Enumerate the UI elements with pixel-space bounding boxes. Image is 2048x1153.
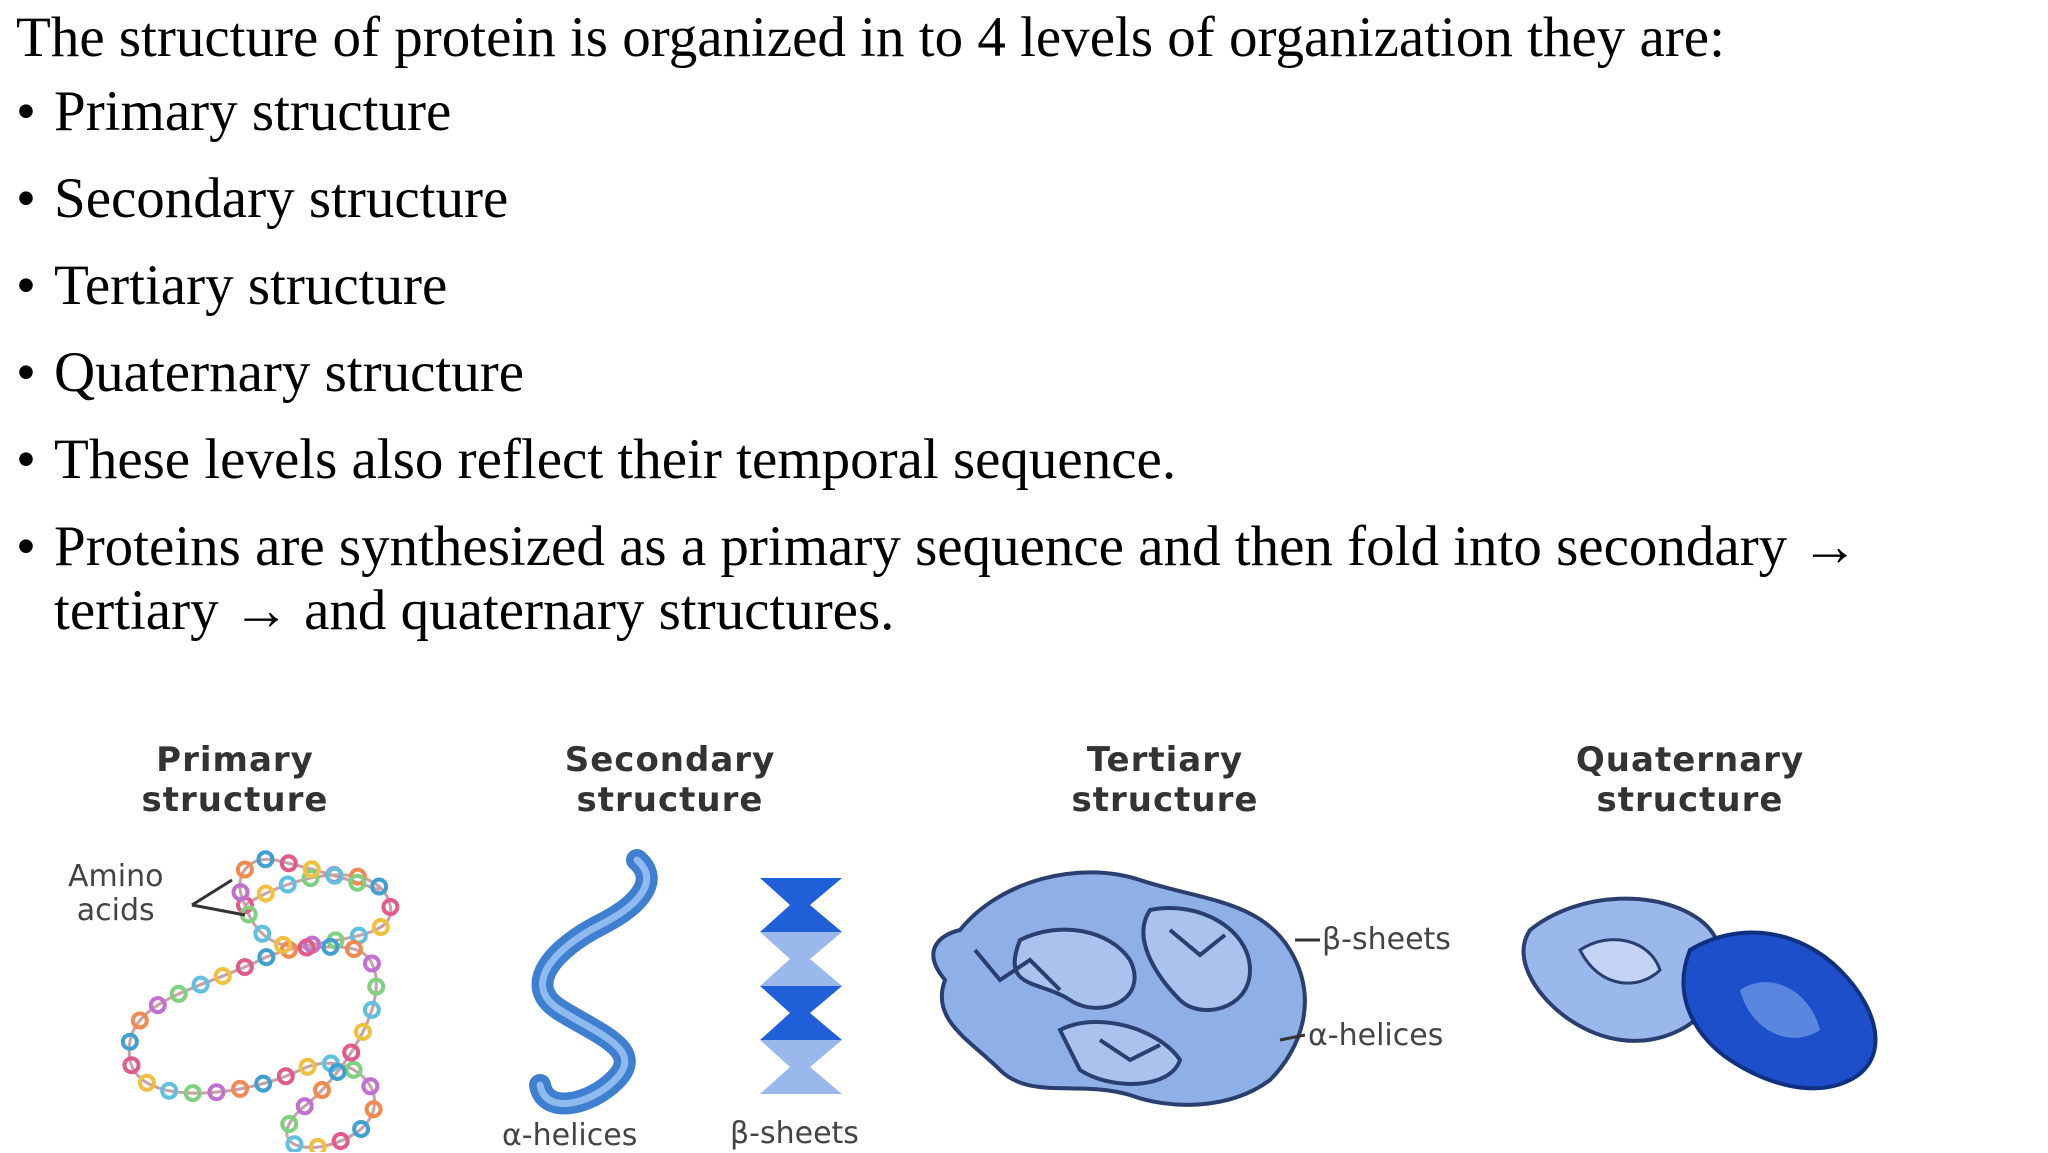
amino-acid-bead (207, 1083, 226, 1102)
bullet-text: Proteins are synthesized as a primary se… (54, 515, 1859, 642)
secondary-structure-title: Secondary structure (564, 740, 776, 820)
alpha-helices-label: α-helices (502, 1118, 638, 1153)
primary-chain (120, 850, 400, 1152)
amino-acid-bead (349, 926, 368, 945)
amino-acid-bead (257, 948, 276, 967)
amino-acid-bead (370, 877, 389, 896)
amino-acid-bead (274, 935, 293, 954)
amino-acid-bead (279, 940, 298, 959)
amino-acid-bead (352, 1120, 371, 1139)
amino-acid-bead (122, 1056, 141, 1075)
amino-acid-bead (235, 958, 254, 977)
amino-acid-bead (236, 896, 254, 914)
amino-acid-bead (235, 860, 254, 879)
bullet-synthesis: • Proteins are synthesized as a primary … (16, 515, 2036, 643)
bullet-text: Primary structure (54, 80, 452, 143)
amino-acid-bead (160, 1081, 179, 1100)
amino-acid-bead (279, 854, 298, 873)
amino-acid-bead (328, 1062, 347, 1081)
amino-acid-bead (285, 1135, 304, 1152)
quaternary-complex (1521, 896, 1878, 1091)
amino-acid-bead (331, 1131, 350, 1150)
amino-acid-bead (256, 850, 275, 869)
amino-acid-bead (169, 984, 188, 1003)
amino-acid-bead (348, 873, 367, 892)
beta-sheet (760, 878, 842, 1094)
bullet-dot: • (16, 167, 36, 230)
amino-acid-bead (371, 918, 390, 937)
intro-text: The structure of protein is organized in… (16, 6, 1725, 69)
beta-sheets-label: β-sheets (730, 1116, 859, 1151)
tertiary-alpha-pointer (1279, 1033, 1306, 1042)
amino-acid-bead (295, 1097, 314, 1116)
amino-acid-bead (348, 867, 367, 886)
amino-acid-bead (362, 954, 381, 973)
bullet-tertiary: • Tertiary structure (16, 254, 2036, 318)
amino-acid-bead (301, 869, 320, 888)
tertiary-alpha-helices-label: α-helices (1308, 1018, 1444, 1053)
amino-acid-bead (325, 866, 344, 885)
amino-acid-bead (381, 897, 400, 916)
bullet-dot: • (16, 341, 36, 404)
amino-acid-bead (342, 1043, 361, 1062)
bullet-dot: • (16, 515, 36, 578)
amino-acid-bead (362, 1000, 381, 1019)
amino-acid-bead (276, 1067, 295, 1086)
amino-acid-bead (364, 1100, 383, 1119)
quaternary-structure-title: Quaternary structure (1575, 740, 1805, 820)
amino-acid-bead (120, 1032, 139, 1051)
amino-acid-bead (137, 1073, 156, 1092)
amino-pointer (191, 903, 246, 917)
amino-acid-bead (231, 1079, 250, 1098)
slide-text: The structure of protein is organized in… (16, 0, 2036, 643)
amino-acid-bead (280, 1115, 299, 1134)
amino-acid-bead (231, 883, 250, 902)
amino-acid-bead (278, 875, 297, 894)
bullet-text: Tertiary structure (54, 254, 448, 317)
amino-acid-bead (297, 938, 316, 957)
amino-acid-bead (308, 1138, 327, 1152)
amino-acid-bead (344, 940, 363, 959)
amino-acid-bead (253, 924, 272, 943)
amino-acid-bead (213, 967, 232, 986)
amino-acid-bead (326, 931, 345, 950)
bullet-dot: • (16, 80, 36, 143)
tertiary-fold (931, 870, 1307, 1107)
bullet-temporal: • These levels also reflect their tempora… (16, 428, 2036, 492)
amino-acid-bead (254, 1074, 273, 1093)
amino-acid-bead (313, 1080, 332, 1099)
amino-acid-bead (148, 996, 167, 1015)
amino-acid-bead (302, 860, 321, 879)
amino-acid-bead (321, 1054, 340, 1073)
bullet-text: These levels also reflect their temporal… (54, 428, 1177, 491)
amino-acids-label: Amino acids (68, 859, 164, 928)
amino-acid-bead (344, 1060, 363, 1079)
amino-acid-bead (130, 1011, 149, 1030)
bullet-list: •Primary structure •Secondary structure … (16, 80, 2036, 643)
amino-acid-bead (303, 935, 322, 954)
bullet-quaternary: • Quaternary structure (16, 341, 2036, 405)
alpha-helix (529, 849, 658, 1115)
amino-acid-bead (183, 1084, 202, 1103)
bullet-text: Secondary structure (54, 167, 509, 230)
bullet-primary: • Primary structure (16, 80, 2036, 144)
amino-acid-bead (367, 977, 386, 996)
bullet-secondary: • Secondary structure (16, 167, 2036, 231)
amino-acid-bead (361, 1077, 380, 1096)
amino-acid-bead (321, 937, 340, 956)
bullet-dot: • (16, 254, 36, 317)
bullet-dot: • (16, 428, 36, 491)
tertiary-structure-title: Tertiary structure (1071, 740, 1259, 820)
amino-acid-bead (325, 866, 344, 885)
amino-acid-bead (239, 905, 258, 924)
amino-acid-bead (353, 1022, 372, 1041)
amino-acid-bead (298, 1057, 317, 1076)
primary-structure-title: Primary structure (141, 740, 329, 820)
bullet-text: Quaternary structure (54, 341, 525, 404)
tertiary-beta-sheets-label: β-sheets (1322, 922, 1451, 957)
amino-acid-bead (191, 975, 210, 994)
amino-acid-bead (256, 884, 275, 903)
